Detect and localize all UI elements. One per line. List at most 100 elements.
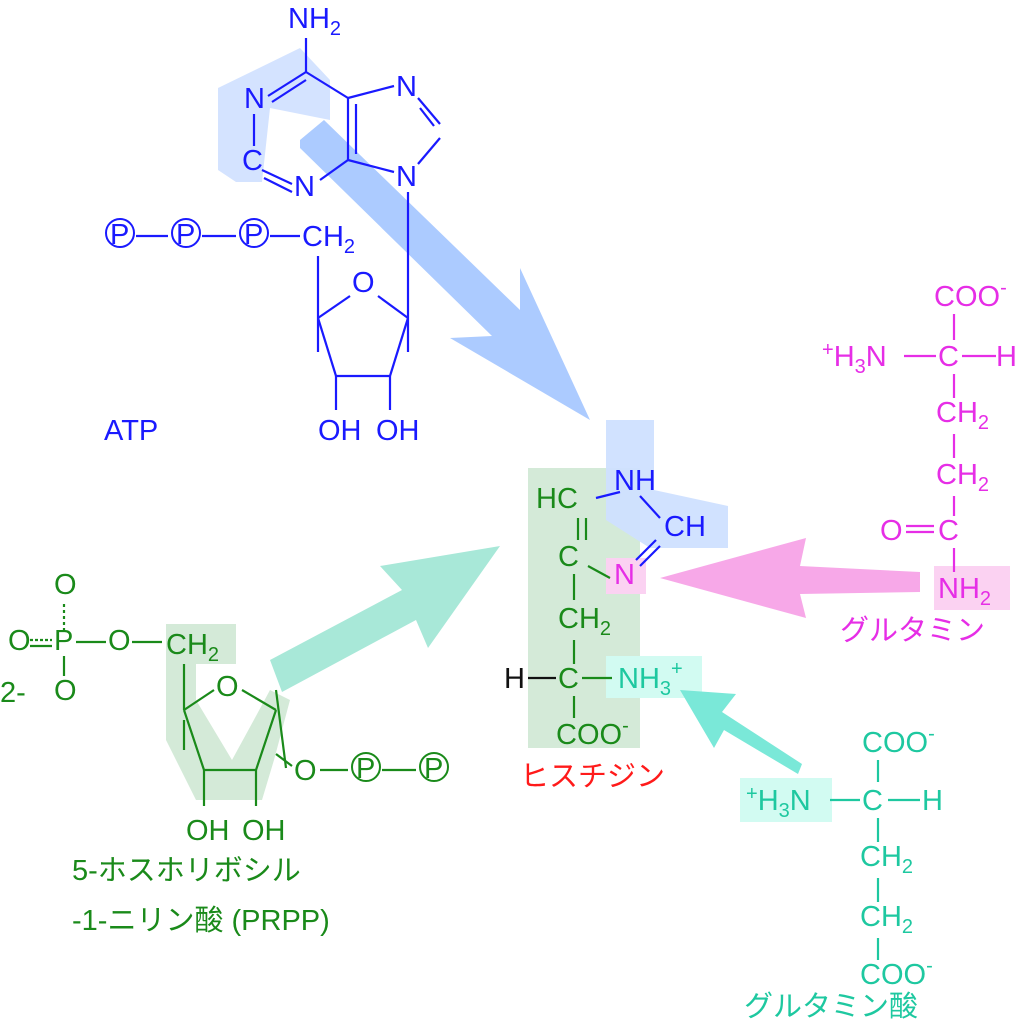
bond [639,545,661,567]
prpp-o-bridge: O [108,625,131,657]
bond [183,689,215,711]
histidine-nh: NH [614,465,656,497]
glutamine-to-histidine-arrow [660,538,920,618]
glutamate-coo-alpha: COO- [862,723,935,759]
glutamate-h: H [922,785,943,817]
glutamine-nh2-highlight [934,566,1010,610]
atp-phosphate-3: P [239,218,269,251]
atp-name-label: ATP [104,415,158,447]
prpp-ch2: CH2 [166,629,219,666]
phosphate-circle-icon [239,218,269,248]
histidine-nh3: NH3+ [618,658,683,700]
prpp-o-top: O [54,569,77,601]
bond [417,97,441,125]
atp-phosphate-1: P [105,218,135,251]
highlight-layer [166,48,1010,822]
bond [419,107,435,127]
prpp-ribose-highlight [166,624,290,800]
glutamate-calpha: C [862,785,883,817]
glutamine-molecule: COO- +H3N C H CH2 CH2 O C NH2 グルタミン [822,277,1017,647]
bond [587,565,611,579]
phosphate-letter: P [110,219,129,251]
phosphate-letter: P [356,753,375,785]
glutamine-h: H [996,341,1017,373]
bond [319,159,349,181]
prpp-oh-left: OH [186,815,230,847]
phosphate-letter: P [424,753,443,785]
bond [241,689,277,711]
bond [377,295,409,319]
prpp-name-line2: -1-ニリン酸 (PRPP) [72,904,330,937]
glutamate-coo-gamma: COO- [860,955,933,991]
glutamate-to-histidine-arrow [680,690,802,774]
prpp-phosphate-2: P [419,752,449,785]
arrow-layer [270,120,920,774]
atp-oh-right: OH [376,415,420,447]
glutamate-h3n-highlight [740,778,832,822]
atp-nh2: NH2 [288,3,341,40]
bond [347,84,395,100]
histidine-n: N [614,559,635,591]
glutamine-calpha: C [938,341,959,373]
histidine-calpha: C [558,663,579,695]
glutamate-h3n: +H3N [746,783,811,822]
glutamine-c-delta: C [938,515,959,547]
bond [317,295,351,319]
bond [254,709,278,771]
bond [417,137,441,165]
prpp-to-histidine-arrow [270,546,500,692]
glutamine-name-label: グルタミン [840,614,985,647]
bond [635,539,657,561]
phosphate-circle-icon [171,218,201,248]
atp-n9: N [396,161,417,193]
glutamate-ch2-beta: CH2 [860,841,913,878]
glutamine-nh2: NH2 [938,573,991,610]
glutamate-name-label: グルタミン酸 [744,990,918,1023]
glutamine-h3n: +H3N [822,339,887,378]
prpp-o-left: O [8,625,31,657]
prpp-molecule: O O P O O 2- CH2 O OH OH O P [0,569,449,937]
bond [182,709,206,771]
histidine-ch2: CH2 [558,603,611,640]
histidine-molecule: NH CH N HC C CH2 H C NH3+ COO- ヒスチジン [504,465,706,793]
bond [305,71,349,99]
bond [316,317,338,377]
bond [271,79,307,103]
bond [595,490,621,500]
glutamate-molecule: COO- +H3N C H CH2 CH2 COO- グルタミン酸 [744,723,943,1023]
atp-ch2: CH2 [302,221,355,258]
bond [388,317,410,377]
prpp-oh-right: OH [242,815,286,847]
atp-to-histidine-arrow [300,120,590,420]
glutamine-coo: COO- [934,277,1007,313]
prpp-ribose-o: O [216,671,239,703]
atp-n3: N [294,171,315,203]
histidine-name-label: ヒスチジン [520,761,665,793]
prpp-phosphate-1: P [351,752,381,785]
glutamine-o: O [880,515,903,547]
histidine-ch: CH [664,511,706,543]
glutamine-ch2-beta: CH2 [936,397,989,434]
glutamine-ch2-gamma: CH2 [936,459,989,496]
bond [267,71,307,97]
atp-phosphate-2: P [171,218,201,251]
prpp-name-line1: 5-ホスホリボシル [72,855,301,887]
atp-c2: C [242,145,263,177]
histidine-hc: HC [536,483,578,515]
prpp-charge: 2- [0,677,26,709]
bond [274,689,288,769]
bond [263,177,293,193]
phosphate-circle-icon [419,752,449,782]
prpp-p: P [54,625,73,657]
phosphate-letter: P [176,219,195,251]
prpp-o-pp: O [294,755,317,787]
histidine-c4: C [558,541,579,573]
histidine-h: H [504,663,525,695]
histidine-coo: COO- [556,715,629,751]
histidine-imidazole-highlight [606,420,728,548]
bond [639,495,661,519]
atp-n7: N [396,71,417,103]
atp-ribose-o: O [352,267,375,299]
atp-n1: N [244,83,265,115]
